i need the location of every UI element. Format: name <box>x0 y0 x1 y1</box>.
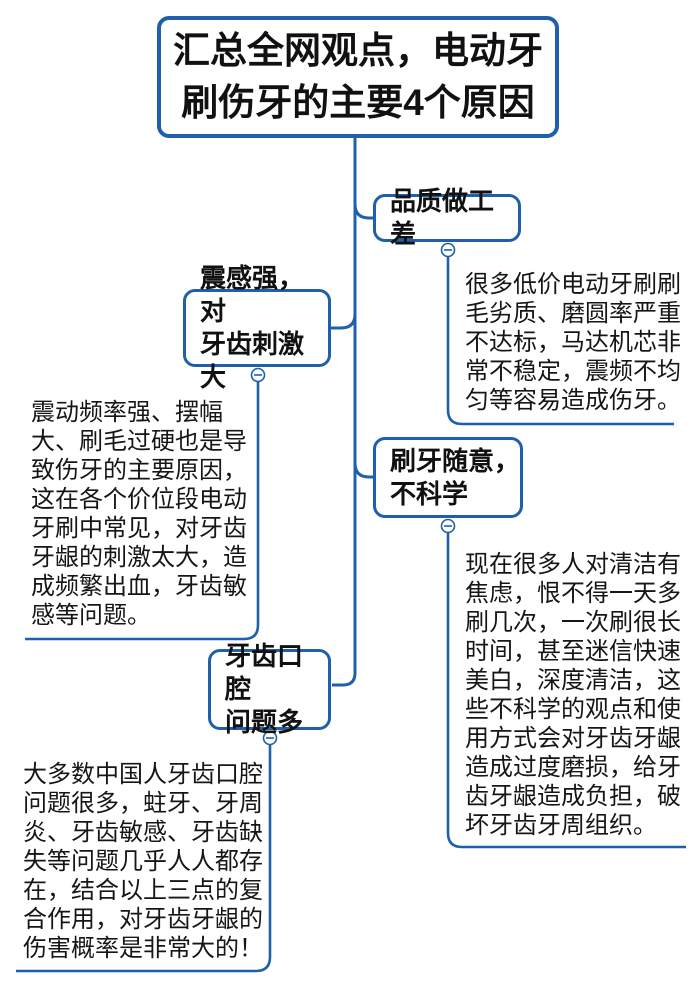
connector-note-oral <box>16 745 272 973</box>
connector-note-vibration <box>25 382 260 641</box>
connector-spine <box>332 138 357 687</box>
topic-label: 牙齿口腔 问题多 <box>225 641 304 737</box>
collapse-icon[interactable] <box>262 730 278 746</box>
connector-note-habits <box>446 533 686 849</box>
note-habits[interactable]: 现在很多人对清洁有 焦虑，恨不得一天多 刷几次，一次刷很长 时间，甚至迷信快速 … <box>465 551 681 839</box>
collapse-icon[interactable] <box>440 242 456 258</box>
topic-label: 刷牙随意， 不科学 <box>390 445 521 509</box>
note-vibration[interactable]: 震动频率强、摆幅 大、刷毛过硬也是导 致伤牙的主要原因， 这在各个价位段电动 牙… <box>31 399 247 629</box>
connector-note-quality <box>446 257 674 426</box>
collapse-icon[interactable] <box>250 367 266 383</box>
connector-branch-habits <box>353 462 374 479</box>
connector-branch-vibration <box>330 313 357 330</box>
note-quality[interactable]: 很多低价电动牙刷刷 毛劣质、磨圆率严重 不达标，马达机芯非 常不稳定，震频不均 … <box>465 271 681 414</box>
central-topic[interactable]: 汇总全网观点，电动牙 刷伤牙的主要4个原因 <box>157 16 559 138</box>
topic-node-vibration[interactable]: 震感强，对 牙齿刺激大 <box>183 263 331 392</box>
topic-label: 震感强，对 牙齿刺激大 <box>200 263 305 392</box>
topic-node-oral[interactable]: 牙齿口腔 问题多 <box>208 641 331 737</box>
central-topic-label: 汇总全网观点，电动牙 刷伤牙的主要4个原因 <box>173 30 543 123</box>
topic-node-quality[interactable]: 品质做工差 <box>373 186 521 249</box>
connector-branch-quality <box>353 203 374 220</box>
note-oral[interactable]: 大多数中国人牙齿口腔 问题很多，蛀牙、牙周 炎、牙齿敏感、牙齿缺 失等问题几乎人… <box>23 761 263 962</box>
topic-node-habits[interactable]: 刷牙随意， 不科学 <box>373 437 523 518</box>
topic-label: 品质做工差 <box>390 186 495 249</box>
collapse-icon[interactable] <box>440 518 456 534</box>
